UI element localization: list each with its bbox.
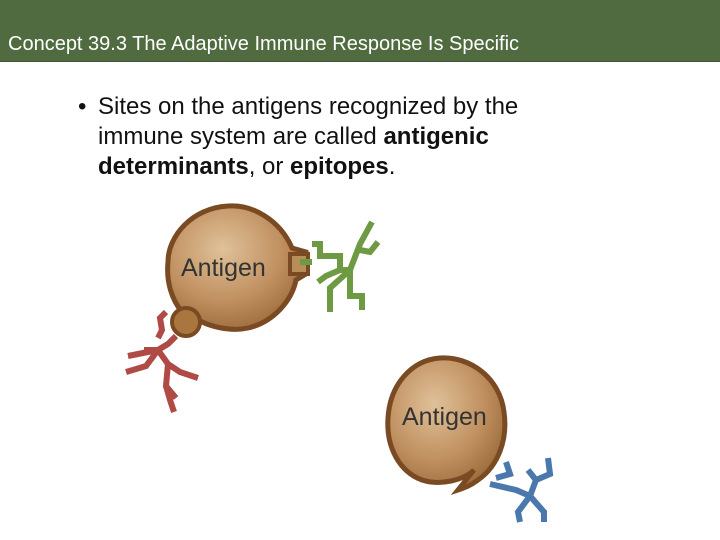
antibody-blue xyxy=(489,457,554,523)
antigen-bottom-body xyxy=(385,355,508,496)
bullet-line-1-text: Sites on the antigens recognized by the xyxy=(98,93,519,120)
term-antigenic: antigenic xyxy=(383,123,489,150)
bullet-marker: • xyxy=(78,93,87,120)
antigen-bottom: Antigen xyxy=(385,355,508,496)
title-bar: Concept 39.3 The Adaptive Immune Respons… xyxy=(0,0,720,62)
antigen-top-label: Antigen xyxy=(181,254,266,282)
bullet-text: • Sites on the antigens recognized by th… xyxy=(78,92,638,182)
bullet-line-1: • Sites on the antigens recognized by th… xyxy=(78,92,638,122)
antibody-red xyxy=(125,309,199,413)
term-determinants: determinants xyxy=(98,153,249,180)
antigen-bottom-label: Antigen xyxy=(402,403,487,431)
bullet-line-2: immune system are called antigenic xyxy=(78,122,638,152)
antigen-top: Antigen xyxy=(165,203,310,338)
bullet-line-3-end: . xyxy=(388,153,396,180)
epitope-round xyxy=(170,306,202,338)
antibody-green xyxy=(300,220,381,312)
bullet-line-3: determinants, or epitopes. xyxy=(78,152,638,182)
bullet-line-2-text: immune system are called xyxy=(98,123,384,150)
term-epitopes: epitopes xyxy=(290,153,389,180)
slide-title: Concept 39.3 The Adaptive Immune Respons… xyxy=(8,33,520,55)
bullet-line-3-text: , or xyxy=(248,153,291,180)
